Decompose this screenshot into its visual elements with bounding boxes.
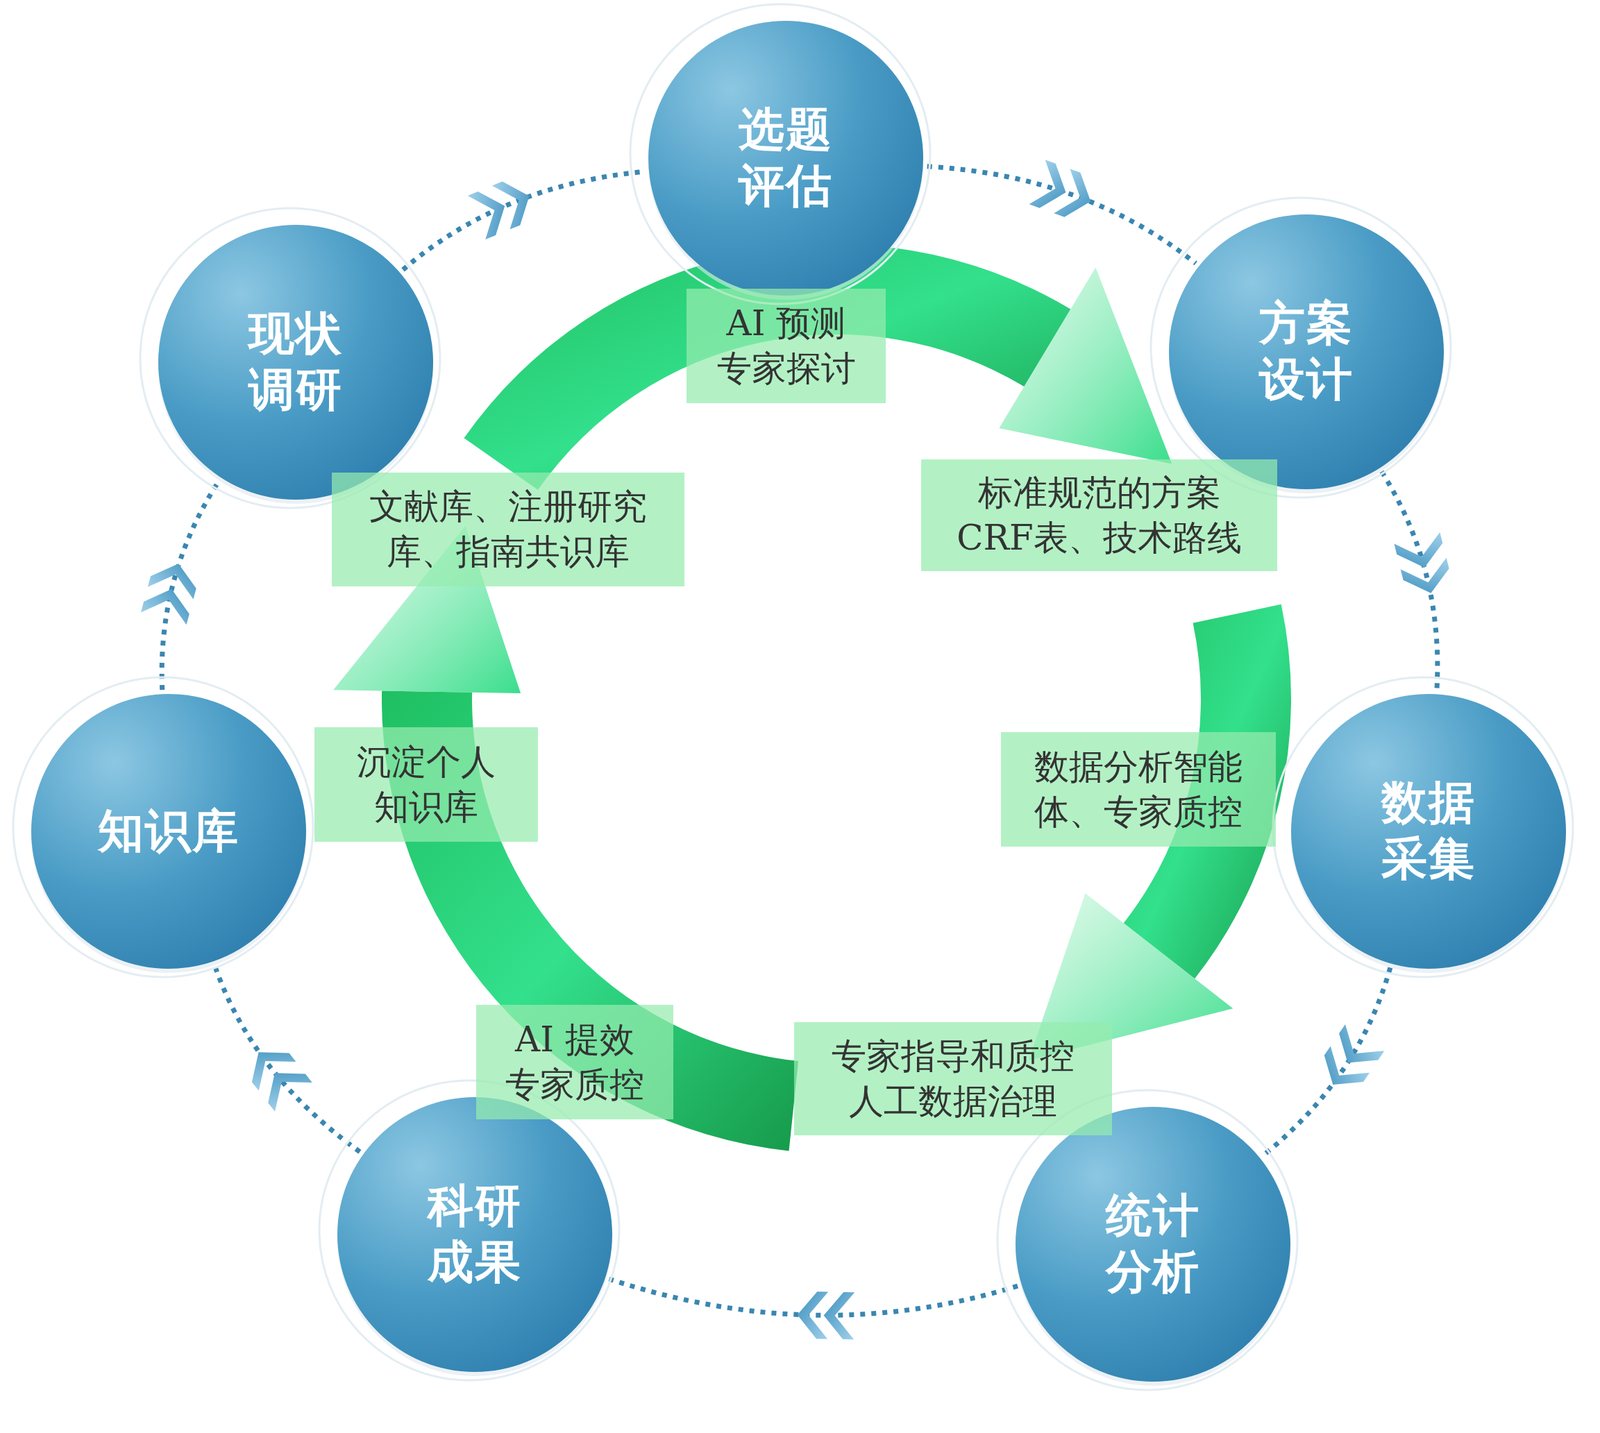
cycle-connector [402, 171, 645, 271]
note-text: 文献库、注册研究 库、指南共识库 [344, 484, 672, 575]
cycle-connector [1263, 967, 1391, 1156]
circle-shape [158, 224, 434, 500]
note-box: 标准规范的方案 CRF表、技术路线 [921, 459, 1278, 572]
circle-label: 选题 评估 [712, 102, 859, 214]
circle-label: 现状 调研 [222, 306, 369, 418]
circle-label: 知识库 [97, 803, 240, 861]
direction-chevron [1029, 159, 1099, 224]
cycle-connector [140, 481, 219, 690]
note-box: 文献库、注册研究 库、指南共识库 [331, 472, 685, 587]
circle-shape [337, 1097, 613, 1373]
circle-label: 方案 设计 [1232, 295, 1380, 408]
note-text: 标准规范的方案 CRF表、技术路线 [933, 470, 1265, 561]
circle-label: 统计 分析 [1079, 1188, 1226, 1301]
direction-chevron [467, 174, 539, 240]
cycle-connector [214, 965, 360, 1153]
process-circle: 选题 评估 [648, 20, 924, 296]
note-box: 专家指导和质控 人工数据治理 [794, 1022, 1113, 1136]
cycle-connector [609, 1279, 1018, 1340]
circle-shape [1015, 1107, 1291, 1383]
note-text: 沉淀个人 知识库 [326, 739, 526, 831]
note-text: 数据分析智能 体、专家质控 [1013, 744, 1264, 836]
note-text: AI 提效 专家质控 [488, 1017, 661, 1108]
circle-shape [1291, 694, 1566, 970]
process-circle: 知识库 [31, 694, 307, 970]
direction-chevron [240, 1037, 313, 1112]
direction-chevron [1393, 532, 1454, 600]
process-circle: 科研 成果 [337, 1097, 613, 1373]
cycle-connector [1382, 472, 1455, 691]
circle-shape [648, 20, 924, 296]
direction-chevron [140, 557, 202, 625]
circle-label: 数据 采集 [1354, 775, 1502, 888]
process-circle: 现状 调研 [158, 224, 434, 500]
process-circle: 统计 分析 [1015, 1107, 1291, 1383]
process-circle: 方案 设计 [1168, 214, 1444, 490]
ring-arrowhead [998, 267, 1172, 465]
note-box: 沉淀个人 知识库 [314, 727, 538, 842]
note-text: AI 预测 专家探讨 [699, 301, 874, 392]
circle-label: 科研 成果 [401, 1178, 548, 1291]
note-box: AI 预测 专家探讨 [686, 288, 886, 404]
process-circle: 数据 采集 [1291, 694, 1566, 970]
note-box: 数据分析智能 体、专家质控 [1000, 732, 1276, 847]
circle-shape [1168, 214, 1444, 490]
direction-chevron [796, 1291, 855, 1340]
note-box: AI 提效 专家质控 [476, 1005, 674, 1120]
note-text: 专家指导和质控 人工数据治理 [806, 1034, 1100, 1125]
cycle-connector [927, 159, 1197, 264]
direction-chevron [1313, 1024, 1385, 1099]
